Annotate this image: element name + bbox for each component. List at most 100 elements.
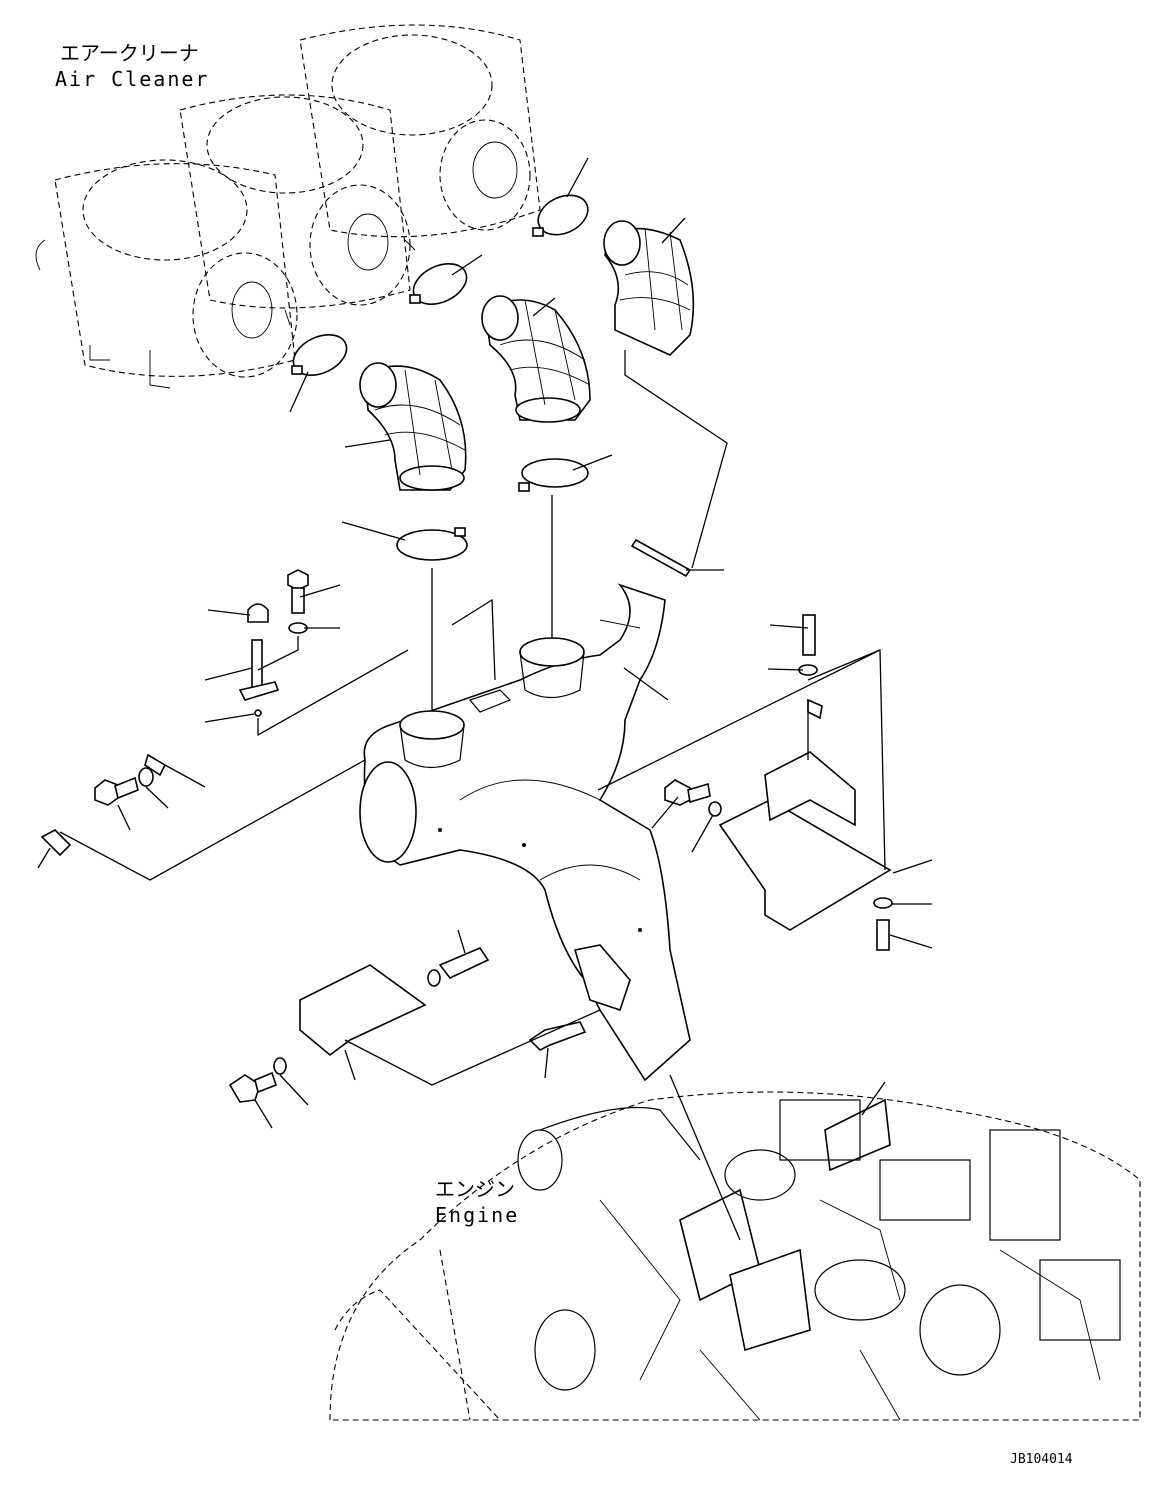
air-cleaner-top-cap-1 [82, 159, 248, 261]
leader-line [204, 713, 255, 723]
intake-pipe-assembly [359, 583, 691, 1082]
fan-blade [334, 1289, 501, 1421]
leader-line [623, 667, 669, 701]
engine-wiring [599, 1199, 1101, 1421]
mounting-bracket-right [718, 799, 892, 931]
outlet-pipe-2 [347, 213, 389, 271]
elbow-hose-2-end [481, 295, 519, 341]
duct-contours [459, 619, 641, 881]
air-cleaner-outlet-1 [192, 252, 298, 378]
hose-ribs [374, 369, 466, 476]
leader-line [889, 934, 933, 949]
washer [873, 897, 893, 909]
engine-block-outline [329, 1091, 1141, 1421]
bolt [802, 614, 816, 656]
engine-pipe [539, 1106, 701, 1161]
leader-line [457, 929, 466, 954]
turbo-housing [814, 1259, 906, 1321]
hose-clamp-4 [521, 458, 589, 488]
bolt-head [94, 779, 119, 806]
elbow-hose-3-end [359, 362, 397, 408]
bolt-shank [291, 587, 305, 614]
air-cleaner-assembly [35, 24, 541, 389]
leader-line [344, 1049, 356, 1081]
connection-line [597, 649, 881, 791]
engine-block-part [879, 1159, 971, 1221]
connection-line [669, 1074, 741, 1241]
outlet-pipe-3 [472, 141, 518, 199]
duct-inlet-1 [399, 710, 465, 740]
leader-line [254, 1099, 273, 1129]
temperature-sensor [40, 829, 72, 857]
mount-foot [284, 309, 291, 326]
sensor-boss [468, 689, 512, 713]
rivet [438, 828, 442, 832]
engine-assembly [329, 1091, 1141, 1421]
connection-line [344, 1009, 601, 1086]
connection-line [257, 636, 299, 671]
bolt-shank [687, 782, 711, 804]
engine-pulley [517, 1129, 563, 1191]
bolt-head [664, 779, 691, 806]
hose-ribs [499, 299, 591, 406]
leader-line [651, 796, 679, 829]
clamp-screw [409, 294, 421, 304]
clamp-screw [291, 365, 303, 375]
duct-inlet-1-neck [399, 724, 465, 769]
engine-block-part [989, 1129, 1061, 1241]
leader-line [164, 764, 206, 788]
connection-line [257, 649, 409, 737]
clamp-screw [454, 527, 466, 537]
hose-ribs [619, 227, 691, 331]
leader-line [892, 859, 933, 874]
duct-end-cap [359, 761, 417, 863]
washer [427, 969, 441, 987]
leader-line [37, 847, 51, 869]
leader-line [691, 814, 714, 853]
hose-clamp-5 [396, 529, 468, 561]
hose-clamp-1 [537, 194, 589, 236]
outlet-pipe-1 [231, 281, 273, 339]
engine-inlet-plate [729, 1248, 811, 1352]
leader-line [769, 624, 809, 629]
perforated-plate [299, 964, 427, 1057]
washer [708, 801, 722, 817]
air-cleaner-outlet-2 [309, 184, 411, 306]
leader-line [661, 217, 686, 244]
elbow-hose-1-end [603, 220, 641, 266]
pressure-sensor [528, 1021, 587, 1051]
engine-label-jp: エンジン [435, 1177, 515, 1201]
mount-foot [89, 345, 110, 361]
connection-line [59, 759, 366, 881]
air-cleaner-top-cap-2 [206, 96, 364, 194]
lower-bracket [573, 944, 631, 1012]
air-cleaner-body-3 [299, 24, 541, 238]
leader-line [767, 668, 804, 671]
hose-clamps [291, 194, 589, 561]
filler-cap [247, 603, 269, 623]
mount-foot [149, 350, 171, 389]
washer [273, 1057, 287, 1075]
clamp-screw [532, 227, 544, 237]
bracket-clip [35, 239, 46, 271]
mount-foot [404, 239, 416, 251]
elbow-hose-3-flange [399, 465, 465, 491]
elbow-hoses [359, 220, 695, 491]
leader-line [299, 584, 341, 598]
air-cleaner-outlet-3 [439, 119, 531, 231]
leader-line [207, 609, 251, 616]
leader-line [572, 454, 613, 471]
duct-inlet-2-neck [519, 651, 585, 699]
leader-line [344, 439, 391, 448]
leader-line [341, 521, 406, 541]
air-cleaner-body-1 [54, 163, 296, 377]
bolt [876, 919, 890, 951]
leader-line [451, 254, 483, 276]
leader-line [204, 667, 253, 681]
bracket-upper-flange [764, 751, 856, 827]
clamp-screw [518, 482, 530, 492]
support-rod [630, 538, 692, 578]
air-cleaner-top-cap-3 [331, 34, 493, 136]
leader-line [145, 786, 169, 809]
